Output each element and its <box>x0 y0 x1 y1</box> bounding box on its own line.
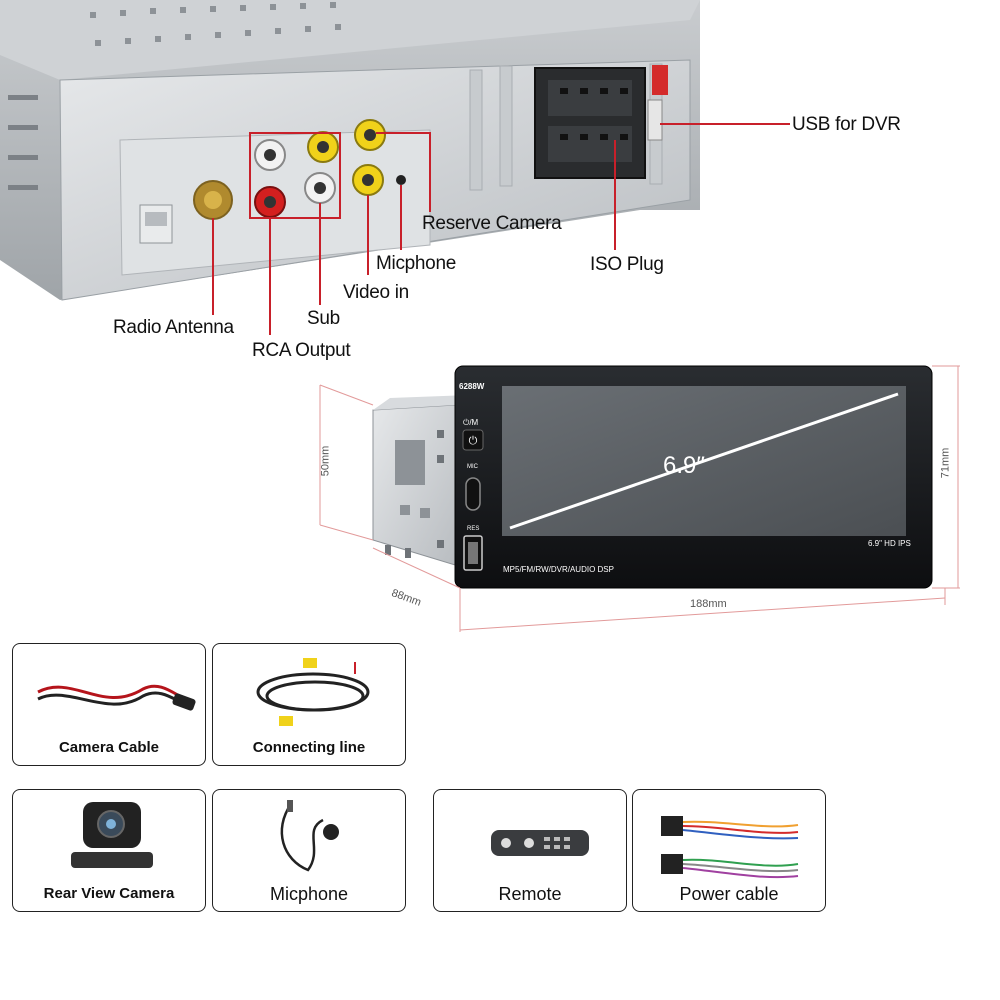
dimension-lines <box>319 365 960 632</box>
features-label: MP5/FM/RW/DVR/AUDIO DSP <box>503 565 614 574</box>
callout-video-in: Video in <box>343 282 409 303</box>
callout-micphone: Micphone <box>376 253 456 274</box>
accessory-card-camera-cable: Camera Cable <box>12 643 206 766</box>
remote-icon <box>491 830 589 856</box>
mic-label: MIC <box>467 464 478 470</box>
callout-reserve-camera: Reserve Camera <box>422 213 562 234</box>
connecting-line-icon <box>256 658 370 726</box>
callout-sub: Sub <box>307 308 340 329</box>
accessory-card-connecting-line: Connecting line <box>212 643 406 766</box>
accessory-label: Micphone <box>269 884 349 904</box>
svg-text:⏻: ⏻ <box>469 434 478 447</box>
rca-jacks <box>249 119 406 219</box>
screen-size-label: 6.9″ <box>663 452 705 479</box>
iso-plug <box>534 65 668 179</box>
radio-front-unit: ⏻ <box>372 365 933 589</box>
screen-spec-label: 6.9" HD IPS <box>868 539 911 548</box>
res-label: RES <box>467 526 480 532</box>
camera-cable-icon <box>37 684 196 711</box>
accessory-label: Remote <box>498 884 562 904</box>
accessory-label: Power cable <box>679 884 779 904</box>
accessory-card-rear-view-camera: Rear View Camera <box>12 789 206 912</box>
callout-lines <box>212 123 790 335</box>
dim-width-label: 188mm <box>690 598 727 610</box>
callout-rca-output: RCA Output <box>252 340 351 361</box>
callout-radio-antenna: Radio Antenna <box>113 317 234 338</box>
product-illustration: ⏻ <box>0 0 960 632</box>
callout-usb-for-dvr: USB for DVR <box>792 114 901 135</box>
accessory-label: Rear View Camera <box>43 885 175 902</box>
dim-front-height-label: 71mm <box>939 447 952 479</box>
power-key-label: ⏻/M <box>463 418 479 427</box>
accessory-card-micphone: Micphone <box>212 789 406 912</box>
accessory-card-remote: Remote <box>433 789 627 912</box>
chassis-rear <box>0 0 700 301</box>
accessory-label: Camera Cable <box>58 739 160 756</box>
microphone-icon <box>280 800 339 872</box>
power-cable-icon <box>661 816 799 879</box>
device-model: 6288W <box>459 382 485 391</box>
accessory-label: Connecting line <box>252 739 366 756</box>
accessory-card-power-cable: Power cable <box>632 789 826 912</box>
rear-view-camera-icon <box>71 802 153 868</box>
callout-iso-plug: ISO Plug <box>590 254 664 275</box>
dim-height-label: 50mm <box>319 445 332 477</box>
